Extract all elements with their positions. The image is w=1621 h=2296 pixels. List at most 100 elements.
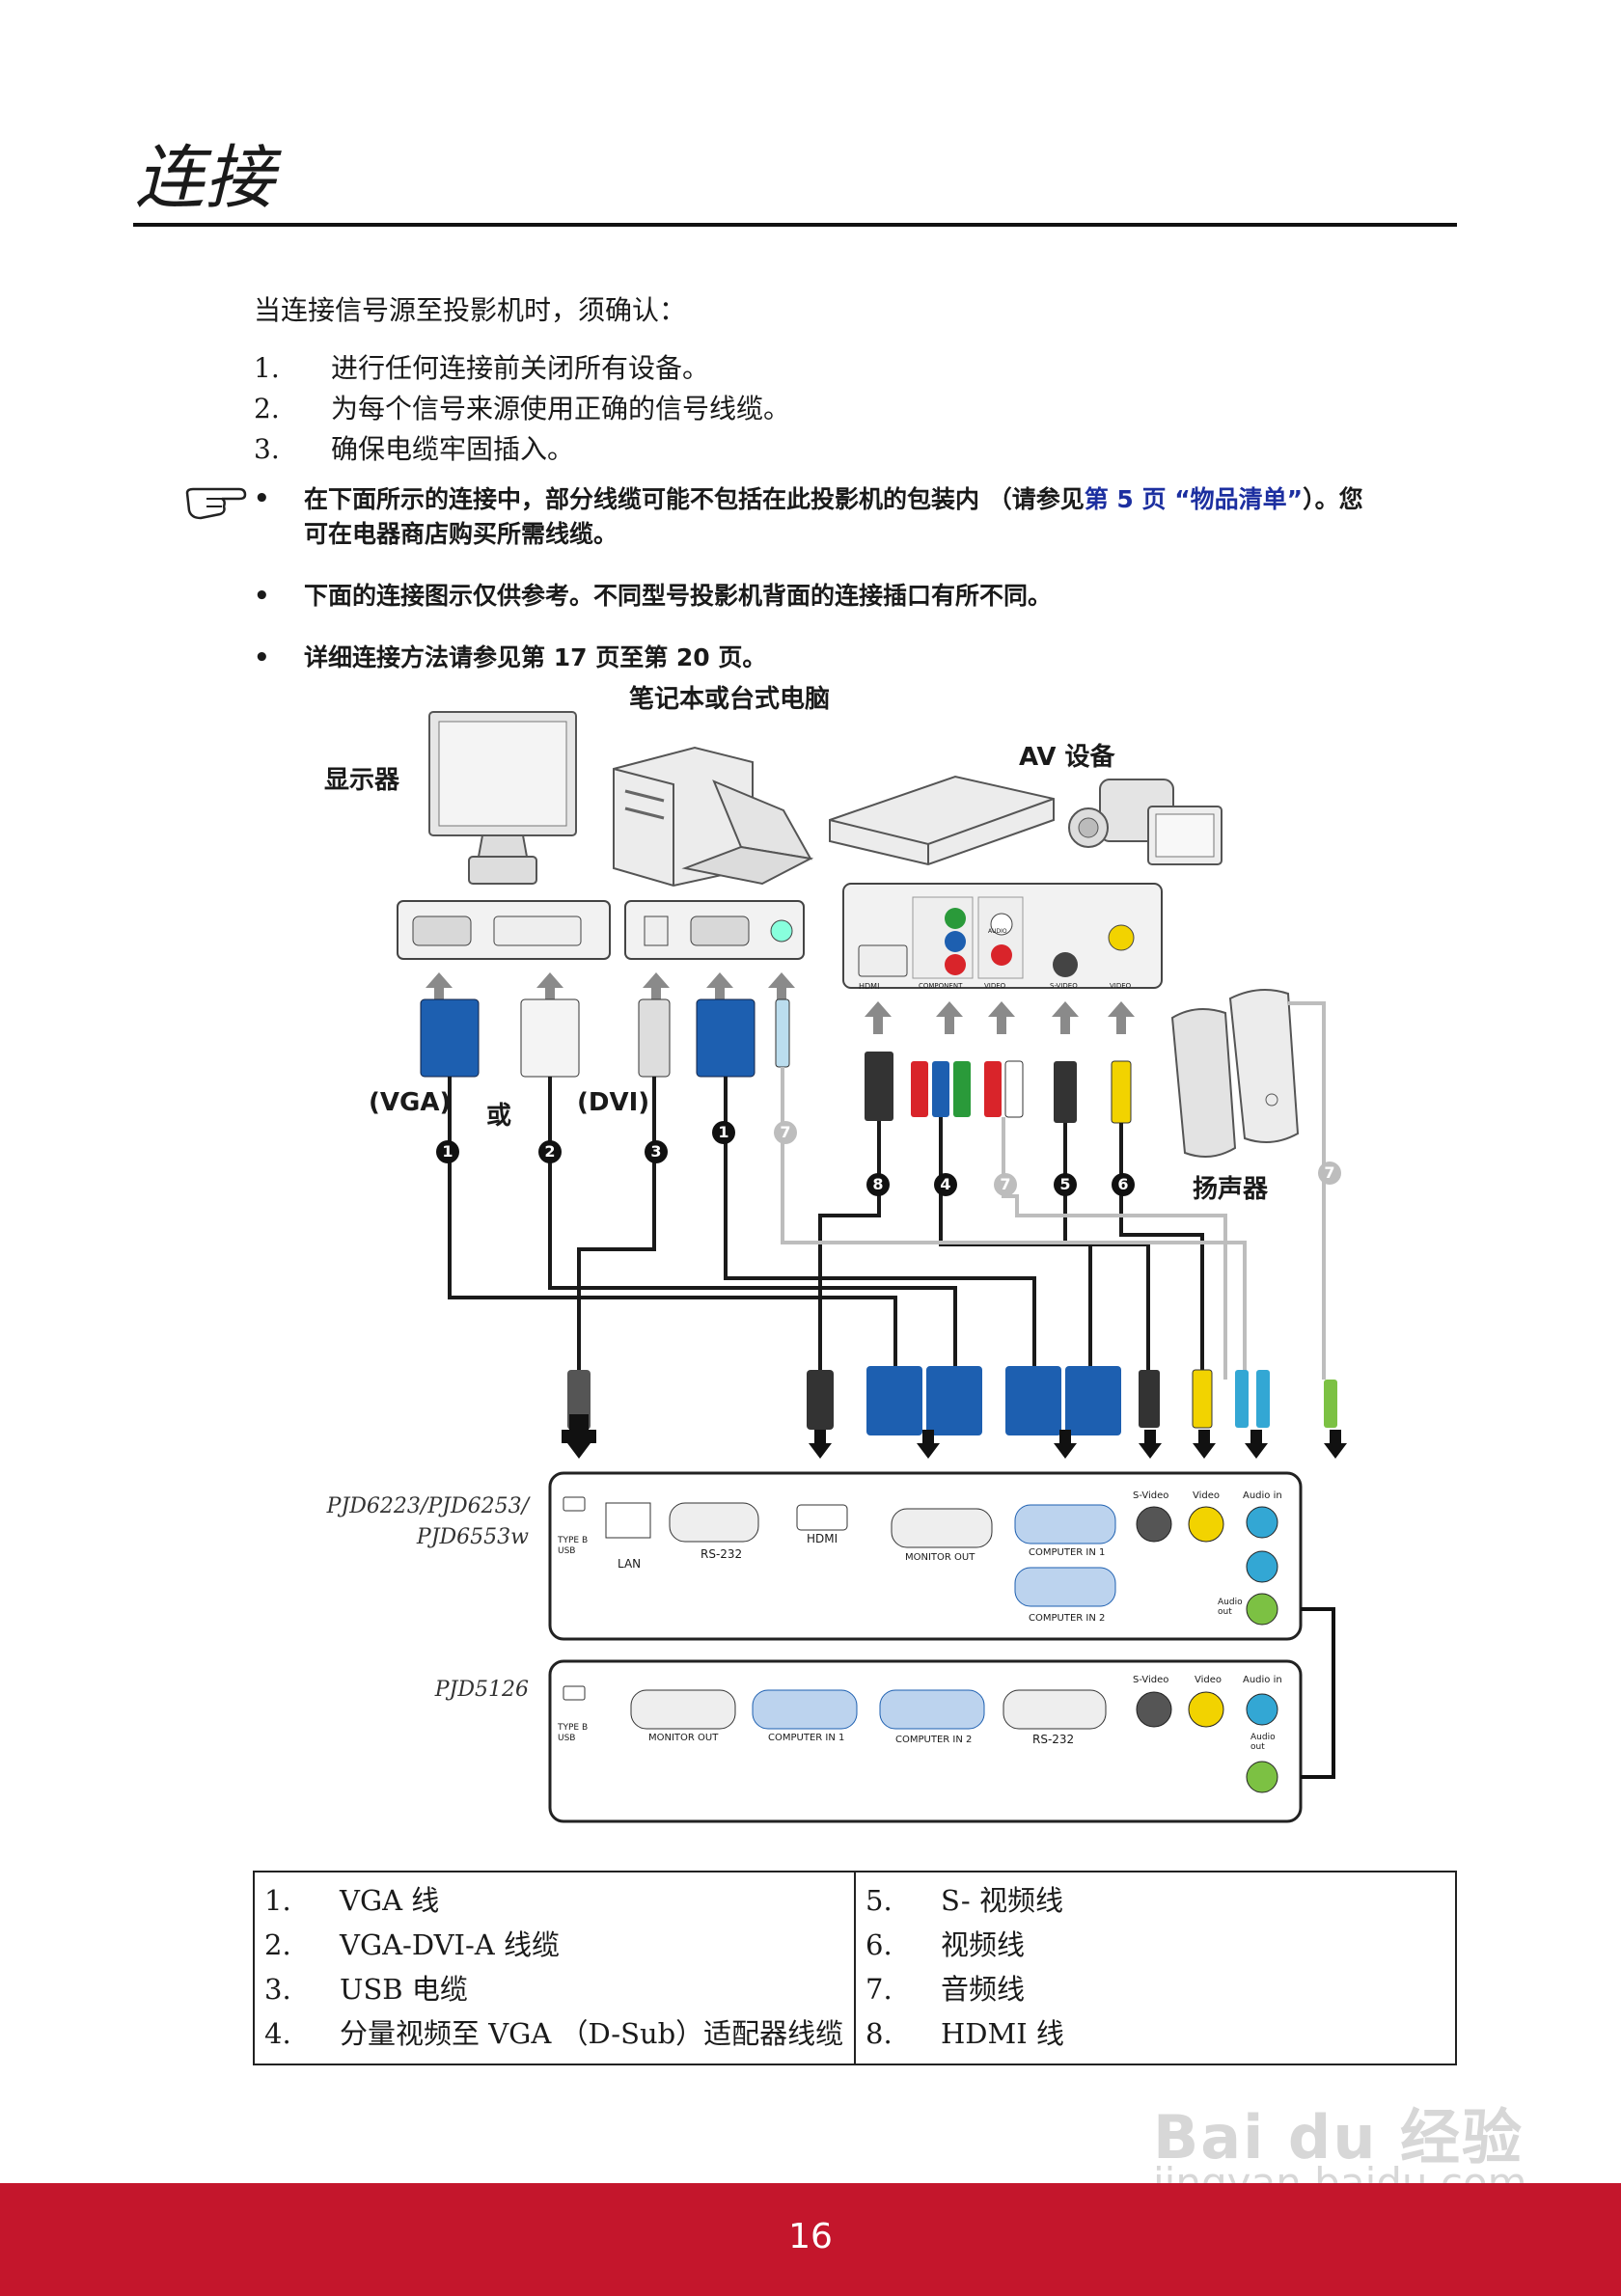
up-arrow-icon xyxy=(1052,1001,1079,1034)
component-plug xyxy=(932,1061,949,1117)
cable-legend-left: 1.VGA 线 2.VGA-DVI-A 线缆 3.USB 电缆 4.分量视频至 … xyxy=(253,1871,856,2065)
av-video-label: VIDEO xyxy=(984,982,1006,990)
monitor-label: 显示器 xyxy=(324,766,400,795)
computer-in-1-label: COMPUTER IN 1 xyxy=(1029,1547,1106,1558)
av-video-label: VIDEO xyxy=(1110,982,1132,990)
down-arrow-icon xyxy=(1193,1430,1216,1459)
step-number: 2. xyxy=(254,393,280,424)
cable-callout: 3 xyxy=(645,1140,668,1163)
monitor-out-label: MONITOR OUT xyxy=(905,1552,975,1563)
cable-number: 6. xyxy=(865,1928,893,1961)
note-3: 详细连接方法请参见第 17 页至第 20 页。 xyxy=(304,643,767,671)
manual-page-link[interactable]: 第 5 页 “物品清单” xyxy=(1084,485,1304,513)
usb-b-port xyxy=(563,1685,586,1701)
usb-port xyxy=(644,916,669,946)
step-text: 为每个信号来源使用正确的信号线缆。 xyxy=(331,393,791,424)
camcorder-icon xyxy=(1068,779,1223,865)
rs232-port xyxy=(1003,1689,1107,1730)
cable-usb xyxy=(577,1077,656,1370)
down-arrow-icon xyxy=(1054,1430,1077,1459)
av-component-pb xyxy=(945,931,966,952)
cable-hdmi xyxy=(818,1121,881,1370)
svideo-port-label: S-Video xyxy=(1133,1675,1169,1685)
audio-plug xyxy=(1256,1370,1270,1428)
audio-plug xyxy=(984,1061,1002,1117)
page-number: 16 xyxy=(788,2217,833,2256)
cable-audio xyxy=(1002,1117,1227,1380)
vga-plug xyxy=(420,998,480,1078)
dvd-player-icon xyxy=(829,775,1055,866)
audio-plug xyxy=(1004,1060,1024,1118)
projector-panel-b xyxy=(548,1659,1303,1823)
cable-row: 8. HDMI 线 xyxy=(865,2011,1445,2056)
audio-in-2-port xyxy=(1246,1550,1278,1583)
computer-in-2-port xyxy=(879,1689,985,1730)
svideo-plug xyxy=(1054,1061,1077,1123)
audio-out-bracket xyxy=(1301,1607,1335,1779)
cable-number: 2. xyxy=(264,1928,291,1961)
cable-name: 音频线 xyxy=(941,1973,1026,2006)
up-arrow-icon xyxy=(706,972,733,1005)
av-audio-label: AUDIO xyxy=(988,928,1007,935)
cable-legend-right: 5.S- 视频线 6.视频线 7.音频线 8.HDMI 线 xyxy=(854,1871,1457,2065)
hdmi-port-label: HDMI xyxy=(807,1532,838,1545)
usb-port-label: TYPE B USB xyxy=(558,1723,589,1743)
vga-label: (VGA) xyxy=(369,1088,452,1117)
down-arrow-icon xyxy=(809,1430,832,1459)
step-number: 3. xyxy=(254,433,280,465)
usb-plug xyxy=(638,998,671,1078)
dvi-plug xyxy=(520,998,580,1078)
svideo-plug xyxy=(1139,1370,1160,1428)
cable-name: HDMI 线 xyxy=(941,2017,1064,2050)
rs232-port-label: RS-232 xyxy=(1032,1733,1075,1746)
audio-in-port xyxy=(1246,1693,1278,1726)
down-arrow-icon xyxy=(1139,1430,1162,1459)
cable-number: 4. xyxy=(264,2017,291,2050)
vga-port xyxy=(412,916,472,946)
cable-row: 3.USB 电缆 xyxy=(264,1967,844,2011)
cable-callout: 5 xyxy=(1054,1173,1077,1196)
cable-name: 分量视频至 VGA （D-Sub）适配器线缆 xyxy=(340,2017,844,2050)
cable-callout: 6 xyxy=(1112,1173,1135,1196)
cable-name: VGA 线 xyxy=(340,1884,440,1917)
audio-in-1-port xyxy=(1246,1506,1278,1539)
computer-in-2-label: COMPUTER IN 2 xyxy=(895,1735,973,1745)
av-audio-r xyxy=(991,944,1012,966)
cable-number: 8. xyxy=(865,2017,893,2050)
svideo-port xyxy=(1136,1506,1172,1543)
vga-plug xyxy=(866,1366,922,1435)
cable-callout: 7 xyxy=(994,1173,1017,1196)
audio-out-label: Audio out xyxy=(1218,1598,1243,1617)
av-video-port xyxy=(1108,924,1135,951)
audio-plug xyxy=(1235,1370,1249,1428)
cable-vga xyxy=(724,1077,1036,1370)
title-rule xyxy=(133,223,1457,227)
down-arrow-icon xyxy=(1245,1430,1268,1459)
step-text: 进行任何连接前关闭所有设备。 xyxy=(331,352,710,384)
step-2: 2. 为每个信号来源使用正确的信号线缆。 xyxy=(254,388,790,426)
up-arrow-icon xyxy=(936,1001,963,1034)
video-plug xyxy=(1111,1060,1132,1124)
computer-in-1-label: COMPUTER IN 1 xyxy=(768,1733,845,1743)
cable-callout: 2 xyxy=(538,1140,562,1163)
up-arrow-icon xyxy=(643,972,670,1005)
cable-row: 6.视频线 xyxy=(865,1923,1445,1967)
bullet: • xyxy=(254,484,270,513)
lan-port-label: LAN xyxy=(618,1557,642,1571)
up-arrow-icon xyxy=(426,972,453,1005)
cable-row: 7.音频线 xyxy=(865,1967,1445,2011)
computer-in-2-label: COMPUTER IN 2 xyxy=(1029,1613,1106,1624)
down-arrow-icon xyxy=(567,1430,591,1459)
or-label: 或 xyxy=(486,1102,512,1131)
vga-plug xyxy=(696,998,756,1078)
cable-svideo xyxy=(1063,1123,1150,1370)
bullet: • xyxy=(254,582,270,611)
computer-in-2-port xyxy=(1014,1567,1116,1607)
av-audio-l xyxy=(990,913,1013,936)
pc-label: 笔记本或台式电脑 xyxy=(629,685,831,714)
note-1: 在下面所示的连接中，部分线缆可能不包括在此投影机的包装内 （请参见第 5 页 “… xyxy=(304,482,1385,552)
computer-icon xyxy=(613,746,814,888)
cable-callout: 4 xyxy=(934,1173,957,1196)
audio-in-label: Audio in xyxy=(1243,1490,1282,1501)
av-component-pr xyxy=(945,954,966,975)
